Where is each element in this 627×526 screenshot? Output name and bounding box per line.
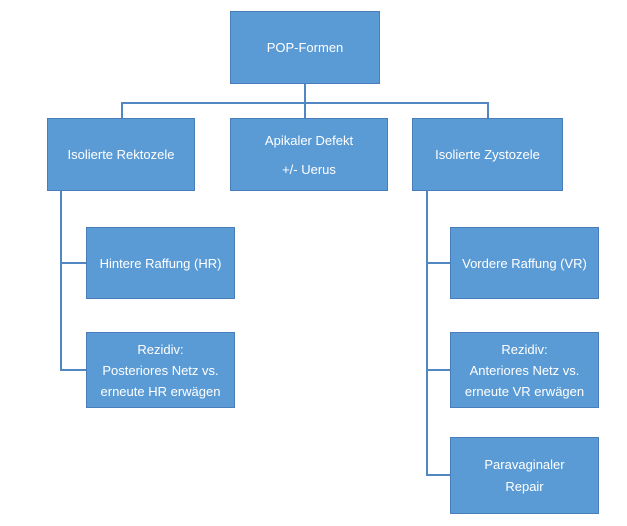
node-isolierte-zystozele: Isolierte Zystozele [412,118,563,191]
connector-paravaginal-stub [426,474,450,476]
connector-right-branch-vertical [426,191,428,476]
node-rezidiv-hr: Rezidiv: Posteriores Netz vs. erneute HR… [86,332,235,408]
node-label: Vordere Raffung (VR) [462,255,587,271]
node-label-line-2: Anteriores Netz vs. [469,362,580,378]
node-label: Hintere Raffung (HR) [99,255,222,271]
node-label: POP-Formen [266,40,344,55]
node-apikaler-defekt: Apikaler Defekt +/- Uerus [230,118,388,191]
node-label-line-3: erneute VR erwägen [464,383,585,399]
node-vordere-raffung: Vordere Raffung (VR) [450,227,599,299]
connector-left-branch-vertical [60,191,62,371]
connector-hr-stub [60,262,86,264]
connector-left-drop [121,102,123,118]
node-label-line-1: Rezidiv: [137,341,184,357]
node-hintere-raffung: Hintere Raffung (HR) [86,227,235,299]
connector-rezidiv-hr-stub [60,369,86,371]
node-rezidiv-vr: Rezidiv: Anteriores Netz vs. erneute VR … [450,332,599,408]
connector-vr-stub [426,262,450,264]
node-label-line-1: Rezidiv: [501,341,548,357]
connector-root-down [304,84,306,118]
node-label-line-1: Apikaler Defekt [264,132,354,148]
node-paravaginaler-repair: Paravaginaler Repair [450,437,599,514]
node-label-line-2: Repair [505,478,544,494]
node-label: Isolierte Zystozele [435,147,540,162]
node-label-line-2: +/- Uerus [282,161,336,177]
node-pop-formen: POP-Formen [230,11,380,84]
node-label-line-1: Paravaginaler [484,456,565,472]
connector-main-horizontal [121,102,489,104]
node-label-line-2: Posteriores Netz vs. [102,362,219,378]
node-label: Isolierte Rektozele [67,147,175,162]
connector-rezidiv-vr-stub [426,369,450,371]
node-label-line-3: erneute HR erwägen [100,383,221,399]
connector-right-drop [487,102,489,118]
node-isolierte-rektozele: Isolierte Rektozele [47,118,195,191]
